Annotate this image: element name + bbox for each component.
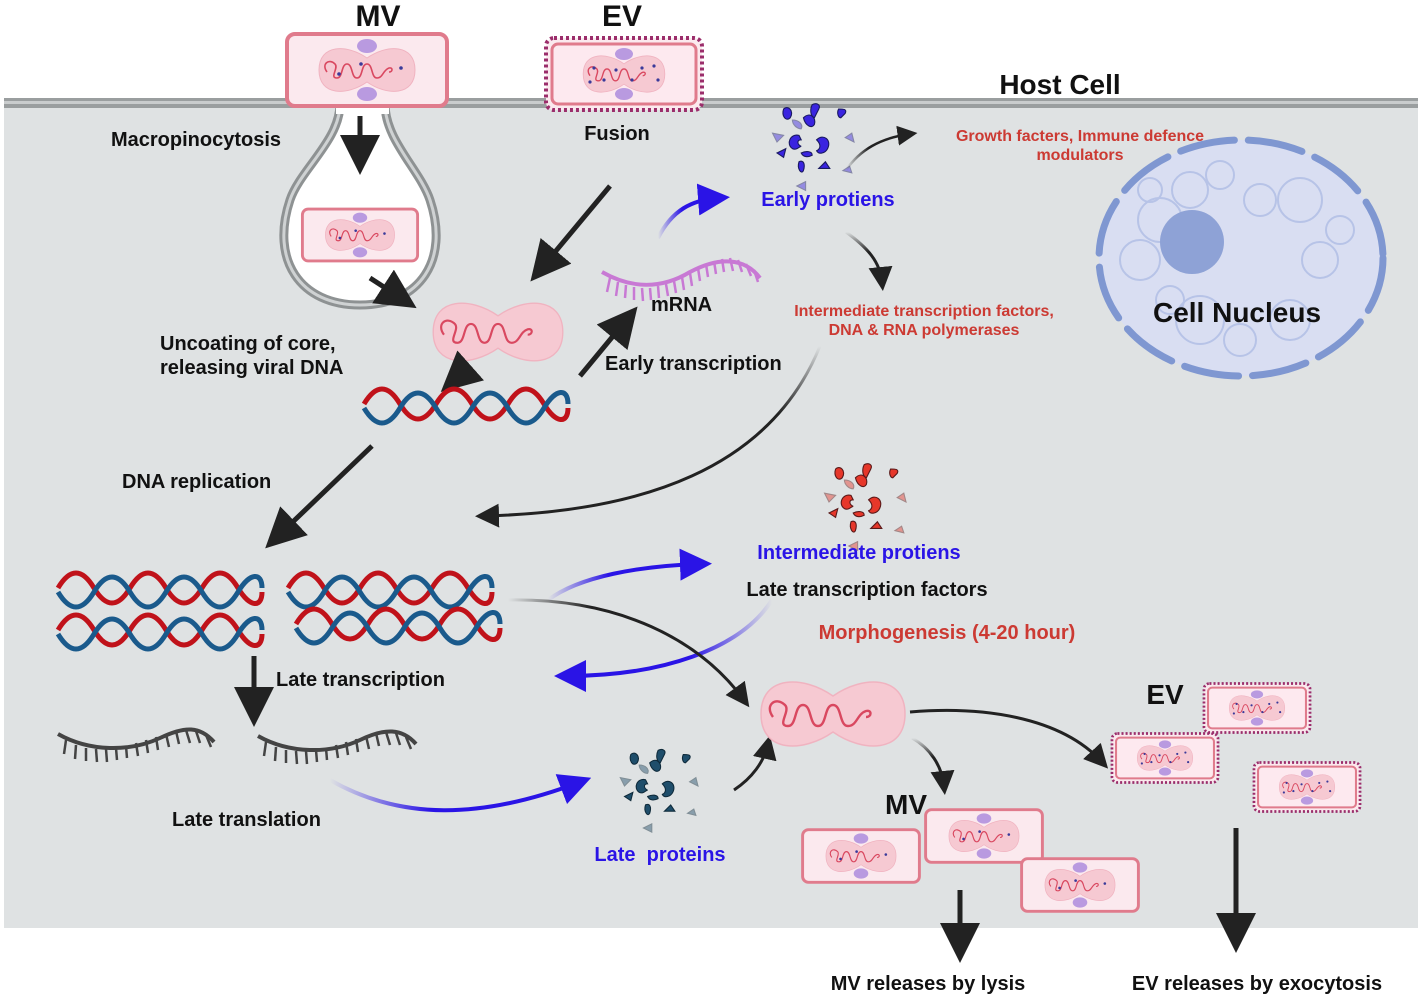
uncoating-label-line1: Uncoating of core, [160,333,336,355]
uncoating-label-line2: releasing viral DNA [160,357,343,379]
late-tf-label: Late transcription factors [746,579,987,601]
morphogenesis-arrow [507,598,750,708]
growth-factors-label-line2: modulators [1036,147,1123,164]
intermediate-factors-feedback-arrow [475,345,822,528]
mv-virion-progeny-2 [926,810,1043,863]
ev-virion-progeny-2 [1204,684,1310,733]
morphogenesis-label: Morphogenesis (4-20 hour) [819,622,1076,644]
translation-arrow-early [656,183,730,239]
nucleolus [1160,210,1224,274]
growth-factors-label-line1: Growth facters, Immune defence [956,128,1204,145]
late-tf-feedback-arrow [554,598,774,692]
intermediate-translation-arrow [546,548,712,602]
intermediate-tf-label-line2: DNA & RNA polymerases [829,322,1020,339]
cell-nucleus [1095,136,1387,380]
late-mrna-1 [57,727,216,763]
growth-factors-arrow [844,125,918,171]
late-proteins-to-assembly-arrow [733,735,777,792]
intermediate-proteins-label: Intermediate protiens [757,542,960,564]
intermediate-tf-label-line1: Intermediate transcription factors, [794,303,1054,320]
late-translation-label: Late translation [172,809,321,831]
ev-virion-progeny-1 [1112,734,1218,783]
mv-virion-progeny-1 [803,830,920,883]
macropinocytosis-label: Macropinocytosis [111,129,281,151]
early-transcription-label: Early transcription [605,353,782,375]
mv-entry-label: MV [356,0,401,33]
ev-virion-progeny-3 [1254,763,1360,812]
early-mrna [601,257,762,302]
ev-progeny-label: EV [1146,679,1184,710]
ev-virion-fusing [546,38,702,110]
mv-virion-in-vesicle [302,209,417,261]
mv-virion-progeny-3 [1022,859,1139,912]
late-translation-arrow [329,774,592,813]
mv-virion-entering [287,34,447,106]
late-proteins-label: Late proteins [594,844,725,866]
uncoating-arrow [440,350,484,392]
host-cell-membrane [4,98,1418,108]
dna-replication-arrow [265,444,374,549]
fusion-arrow [530,184,612,282]
ev-release-label: EV releases by exocytosis [1132,973,1382,995]
to-mv-arrow [911,736,955,795]
late-transcription-label: Late transcription [276,669,445,691]
early-transcription-arrow [578,306,638,378]
mrna-label: mRNA [651,294,712,316]
dna-replication-label: DNA replication [122,471,271,493]
host-cell-label: Host Cell [999,69,1120,100]
vesicle-to-core-arrow [368,269,417,309]
mv-release-label: MV releases by lysis [831,973,1026,995]
intermediate-tf-arrow [845,230,893,291]
fusion-label: Fusion [584,123,650,145]
cell-nucleus-label: Cell Nucleus [1153,297,1321,328]
early-proteins-label: Early protiens [761,189,894,211]
ev-entry-label: EV [602,0,642,33]
late-mrna-2 [257,729,418,765]
to-ev-arrow [909,708,1109,769]
mv-progeny-label: MV [885,789,927,820]
